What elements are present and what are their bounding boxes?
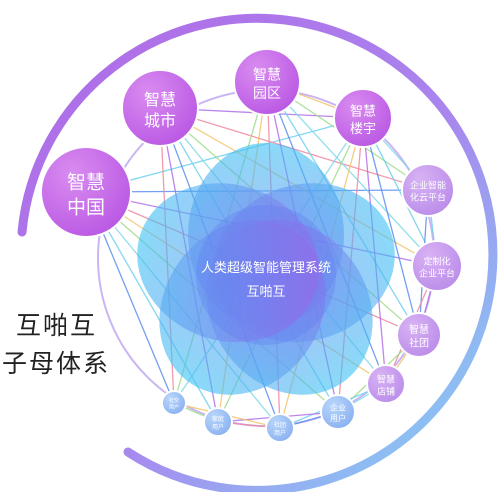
node-circle [320,394,356,430]
node-label-line1: 智慧 [350,104,376,120]
node-label-line2: 企业平台 [419,267,455,279]
link-smart-park-custom-platform [266,81,438,267]
link-smart-china-smart-building [85,117,364,193]
flower-core [196,205,336,345]
node-circle [203,407,233,437]
node-circle [333,88,393,148]
central-flower [137,143,395,395]
node-circle [161,390,187,416]
node-label-line2: 中国 [67,197,105,219]
node-layer: 智慧中国智慧城市智慧园区智慧楼宇企业智能化云平台定制化企业平台智慧社团智慧店铺企… [40,48,463,443]
node-circle [366,364,406,404]
node-label-line1: 智慧 [67,172,105,194]
node-label-line2: 店铺 [377,385,395,397]
node-label-line1: 智慧 [377,373,395,385]
node-label-line1: 社交 [169,397,179,404]
link-smart-building-smart-community [362,117,420,336]
node-label-line1: 社团 [274,421,286,429]
node-label-line2: 用户 [212,423,224,431]
side-label-line1: 互啪互 [16,311,98,340]
center-subtitle: 互啪互 [246,284,285,300]
node-circle [233,48,301,116]
node-label-line2: 用户 [169,404,179,411]
node-label-line1: 智慧 [144,90,176,109]
node-label-line1: 智慧 [253,67,281,83]
node-circle [411,240,463,292]
node-label-line2: 园区 [253,86,281,102]
node-label-line2: 城市 [144,111,176,130]
node-label-line1: 家庭 [212,415,224,423]
outer-ring-arc [17,13,498,492]
node-circle [401,163,455,217]
node-label-line1: 企业 [330,403,346,413]
node-label-line2: 化云平台 [410,191,446,203]
node-circle [121,69,199,147]
node-label-line2: 楼宇 [350,122,376,137]
node-circle [396,312,442,358]
flower-petal [137,183,319,343]
node-circle [40,146,132,238]
node-label-line1: 定制化 [423,255,450,267]
node-label-line1: 智慧 [409,323,429,336]
node-label-line2: 社团 [409,336,429,349]
node-label-line2: 用户 [274,429,286,437]
center-title: 人类超级智能管理系统 [201,261,331,276]
node-label-line1: 企业智能 [410,179,446,191]
node-circle [265,413,295,443]
side-label-line2: 子母体系 [2,349,111,378]
node-label-line2: 用户 [330,413,346,423]
